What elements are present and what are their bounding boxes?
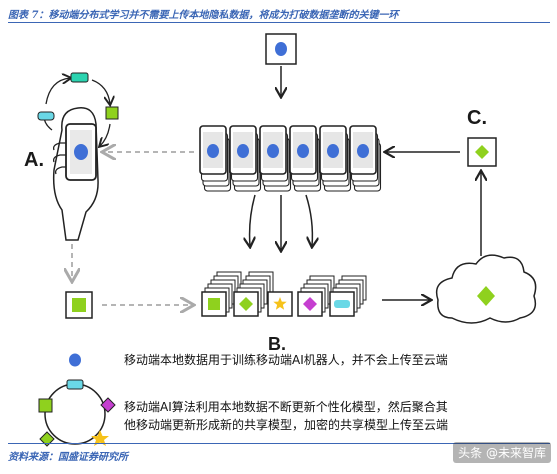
shared-model-card-c xyxy=(467,137,497,167)
bottom-rule xyxy=(8,443,550,444)
phone-4 xyxy=(289,125,322,192)
phone-2 xyxy=(229,125,262,192)
model-card-2 xyxy=(233,271,274,317)
legend-cycle-icon xyxy=(38,379,116,447)
legend-text-local-data: 移动端本地数据用于训练移动端AI机器人，并不会上传至云端 xyxy=(124,353,448,367)
dashed-path-a-to-b xyxy=(66,244,192,319)
phone-6 xyxy=(349,125,382,192)
arrows-to-b xyxy=(250,194,313,250)
label-b: B. xyxy=(268,334,286,354)
legend-text-model-update-2: 他移动端更新形成新的共享模型，加密的共享模型上传至云端 xyxy=(124,418,449,432)
top-model-card xyxy=(265,33,297,96)
local-update-cycle xyxy=(37,72,119,146)
user-phone-a xyxy=(52,107,99,241)
source-note: 资料来源：国盛证券研究所 xyxy=(8,452,128,463)
legend-text-model-update-1: 移动端AI算法利用本地数据不断更新个性化模型，然后聚合其 xyxy=(124,400,448,414)
model-card-5 xyxy=(329,275,367,317)
model-card-3 xyxy=(267,291,293,317)
phone-1 xyxy=(199,125,232,192)
phone-3 xyxy=(259,125,292,192)
watermark: 头条 @未来智库 xyxy=(453,442,551,463)
figure-caption: 图表 7：移动端分布式学习并不需要上传本地隐私数据，将成为打破数据垄断的关键一环 xyxy=(8,10,399,21)
model-card-4 xyxy=(297,275,335,317)
legend-blue-dot xyxy=(69,353,81,367)
label-c: C. xyxy=(467,107,487,129)
phone-5 xyxy=(319,125,352,192)
label-a: A. xyxy=(24,149,44,171)
model-aggregation-row xyxy=(201,271,367,317)
phone-stack xyxy=(199,125,382,192)
top-rule xyxy=(8,22,550,23)
cloud xyxy=(435,254,537,324)
